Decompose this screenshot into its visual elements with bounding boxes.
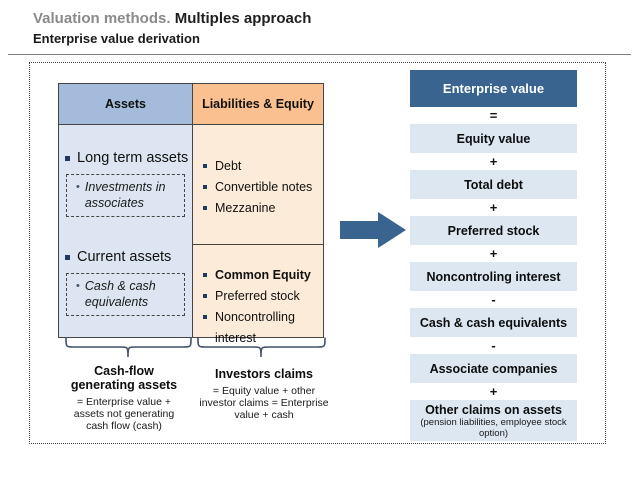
operator-minus: - [491, 338, 496, 353]
bullet-square-icon [203, 164, 207, 168]
under-braces [65, 337, 326, 358]
bullet-dot-icon: • [76, 280, 80, 292]
content-dotted-frame [29, 62, 606, 444]
equity-item: Preferred stock [203, 286, 319, 307]
step-other-claims-note: (pension liabilities, employee stock opt… [420, 417, 567, 439]
claims-brace-label: Investors claims = Equity value + other … [198, 367, 330, 421]
equity-item: Common Equity [203, 265, 319, 286]
assets-column: Long term assets • Investments in associ… [59, 125, 193, 337]
operator-plus: + [489, 384, 498, 399]
liabilities-column: Debt Convertible notes Mezzanine Common … [193, 125, 323, 345]
asset-subitem-cash-box: • Cash & cash equivalents [66, 273, 185, 316]
step-other-claims: Other claims on assets (pension liabilit… [410, 400, 577, 441]
assets-brace-label: Cash-flow generating assets = Enterprise… [64, 364, 184, 432]
bullet-square-icon [203, 294, 207, 298]
step-noncontrolling-interest: Noncontroling interest [410, 262, 577, 291]
brace-right-icon [197, 337, 326, 358]
balance-sheet-header-row: Assets Liabilities & Equity [59, 84, 323, 125]
equity-item: Noncontrolling interest [203, 307, 319, 349]
asset-item-current: Current assets [65, 248, 192, 267]
operator-plus: + [489, 200, 498, 215]
assets-column-header: Assets [59, 84, 193, 124]
bullet-square-icon [65, 255, 70, 260]
equity-item-label: Common Equity [215, 268, 311, 282]
step-total-debt: Total debt [410, 170, 577, 199]
slide-title-prefix: Valuation methods. [33, 10, 171, 27]
step-preferred-stock: Preferred stock [410, 216, 577, 245]
brace-left-icon [65, 337, 192, 358]
slide-title-main: Multiples approach [170, 10, 312, 27]
asset-subitem-label: Cash & cash equivalents [84, 279, 156, 309]
operator-plus: + [489, 154, 498, 169]
title-divider [8, 54, 631, 55]
flow-arrow-icon [340, 212, 406, 248]
asset-subitem-label: Investments in associates [84, 180, 166, 210]
claims-brace-title: Investors claims [215, 367, 313, 381]
balance-sheet-table: Assets Liabilities & Equity Long term as… [58, 83, 324, 345]
debt-section: Debt Convertible notes Mezzanine [193, 125, 323, 245]
operator-equals: = [489, 108, 498, 123]
bullet-square-icon [203, 185, 207, 189]
slide-subtitle: Enterprise value derivation [33, 31, 200, 46]
derivation-panel: Enterprise value = Equity value + Total … [410, 70, 577, 441]
liability-item-label: Debt [215, 159, 242, 173]
bullet-square-icon [203, 315, 207, 319]
bullet-square-icon [203, 206, 207, 210]
equity-section: Common Equity Preferred stock Noncontrol… [193, 245, 323, 349]
step-other-claims-label: Other claims on assets [425, 403, 562, 417]
equity-item-label: Noncontrolling interest [215, 310, 295, 345]
operator-plus: + [489, 246, 498, 261]
liabilities-column-header: Liabilities & Equity [193, 84, 323, 124]
liability-item: Convertible notes [203, 177, 319, 198]
liability-item: Debt [203, 156, 319, 177]
asset-subitem-investments-box: • Investments in associates [66, 174, 185, 217]
step-associate-companies: Associate companies [410, 354, 577, 383]
equity-item-label: Preferred stock [215, 289, 300, 303]
enterprise-value-box: Enterprise value [410, 70, 577, 107]
bullet-square-icon [65, 156, 70, 161]
assets-brace-title: Cash-flow generating assets [70, 364, 178, 392]
step-equity-value: Equity value [410, 124, 577, 153]
bullet-dot-icon: • [76, 181, 80, 193]
step-cash-equivalents: Cash & cash equivalents [410, 308, 577, 337]
asset-item-label: Current assets [77, 249, 172, 265]
asset-item-long-term: Long term assets [65, 149, 192, 168]
liability-item: Mezzanine [203, 198, 319, 219]
bullet-square-icon [203, 273, 207, 277]
asset-item-label: Long term assets [77, 150, 189, 166]
slide-title: Valuation methods. Multiples approach [33, 10, 311, 27]
balance-sheet-body: Long term assets • Investments in associ… [59, 125, 323, 345]
operator-minus: - [491, 292, 496, 307]
claims-brace-formula: = Equity value + other investor claims =… [199, 385, 329, 421]
liability-item-label: Convertible notes [215, 180, 313, 194]
liability-item-label: Mezzanine [215, 201, 276, 215]
assets-brace-formula: = Enterprise value + assets not generati… [73, 396, 175, 432]
